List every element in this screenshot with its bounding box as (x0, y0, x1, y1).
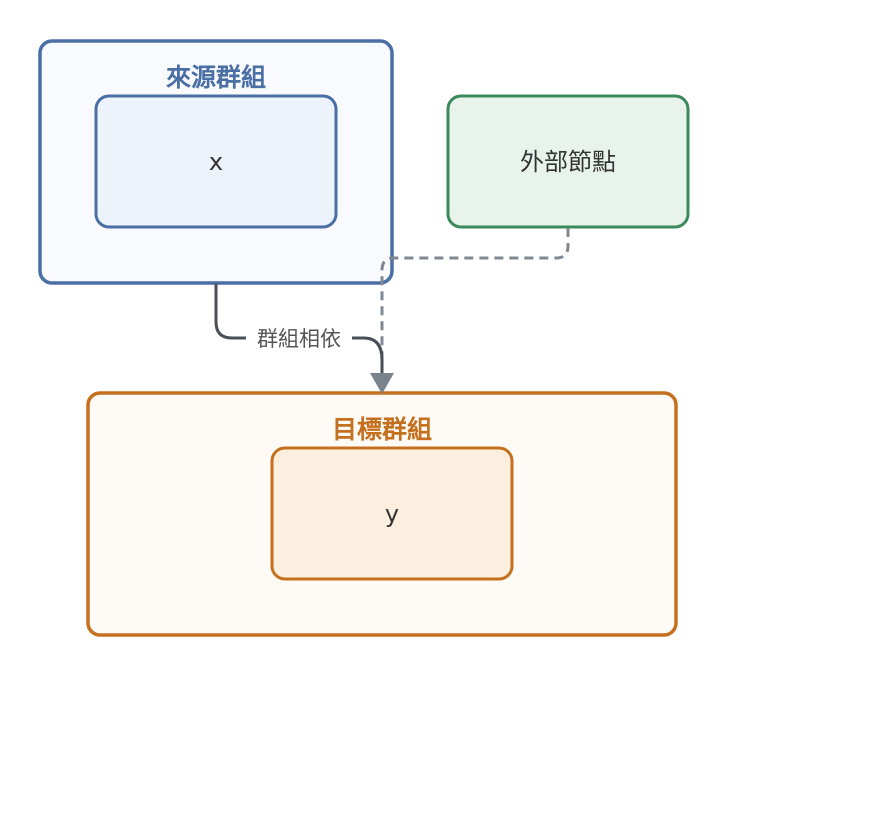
external-node-label: 外部節點 (520, 148, 616, 176)
node-y-label: y (385, 500, 399, 528)
node-y[interactable]: y (270, 446, 514, 581)
node-x-box (94, 94, 338, 229)
target-group[interactable]: 目標群組 y (86, 391, 678, 637)
source-group-title: 來源群組 (166, 63, 266, 92)
source-group[interactable]: 來源群組 x (38, 39, 394, 285)
external-dependency-edge[interactable] (380, 228, 570, 378)
node-x-label: x (209, 148, 223, 176)
group-dependency-edge[interactable] (214, 284, 384, 378)
node-y-box (270, 446, 514, 581)
group-dependency-label: 群組相依 (257, 327, 341, 351)
edge-arrowhead (370, 373, 394, 394)
external-node-box (446, 94, 690, 229)
target-group-title: 目標群組 (332, 415, 432, 444)
node-x[interactable]: x (94, 94, 338, 229)
external-node[interactable]: 外部節點 (446, 94, 690, 229)
